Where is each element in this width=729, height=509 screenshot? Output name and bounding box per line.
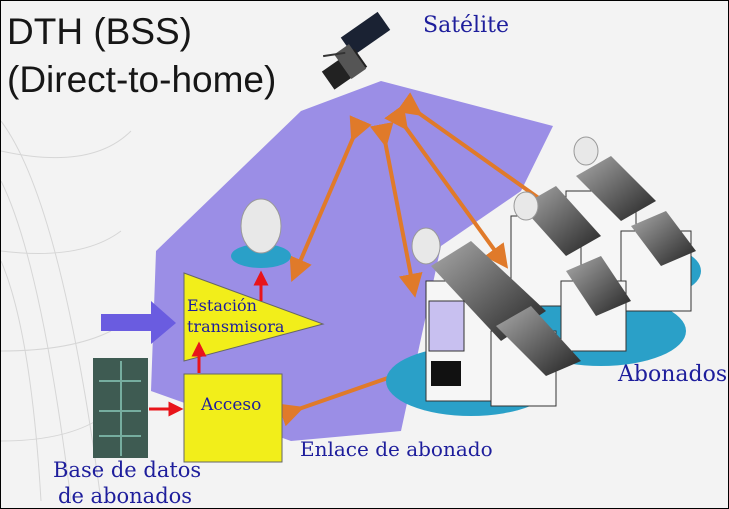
station-label-2: transmisora [187, 317, 285, 336]
database-label-2: de abonados [58, 484, 193, 508]
subscribers-label: Abonados [618, 362, 728, 387]
input-arrow-icon [101, 301, 176, 344]
database-label-1: Base de datos [53, 458, 202, 482]
signal-arrows [149, 270, 269, 417]
subscriber-link-label: Enlace de abonado [300, 437, 493, 461]
title-line-2: (Direct-to-home) [7, 59, 277, 100]
station-label-1: Estación [187, 296, 257, 315]
satellite-label: Satélite [423, 13, 509, 38]
uplink-dish-icon [231, 198, 291, 268]
background-globe-lines [1, 120, 132, 502]
title-line-1: DTH (BSS) [7, 11, 192, 52]
station-block [183, 272, 325, 362]
subscriber-houses [386, 136, 701, 416]
access-block [183, 373, 283, 463]
access-label: Acceso [201, 395, 262, 415]
satellite-icon [321, 11, 391, 90]
